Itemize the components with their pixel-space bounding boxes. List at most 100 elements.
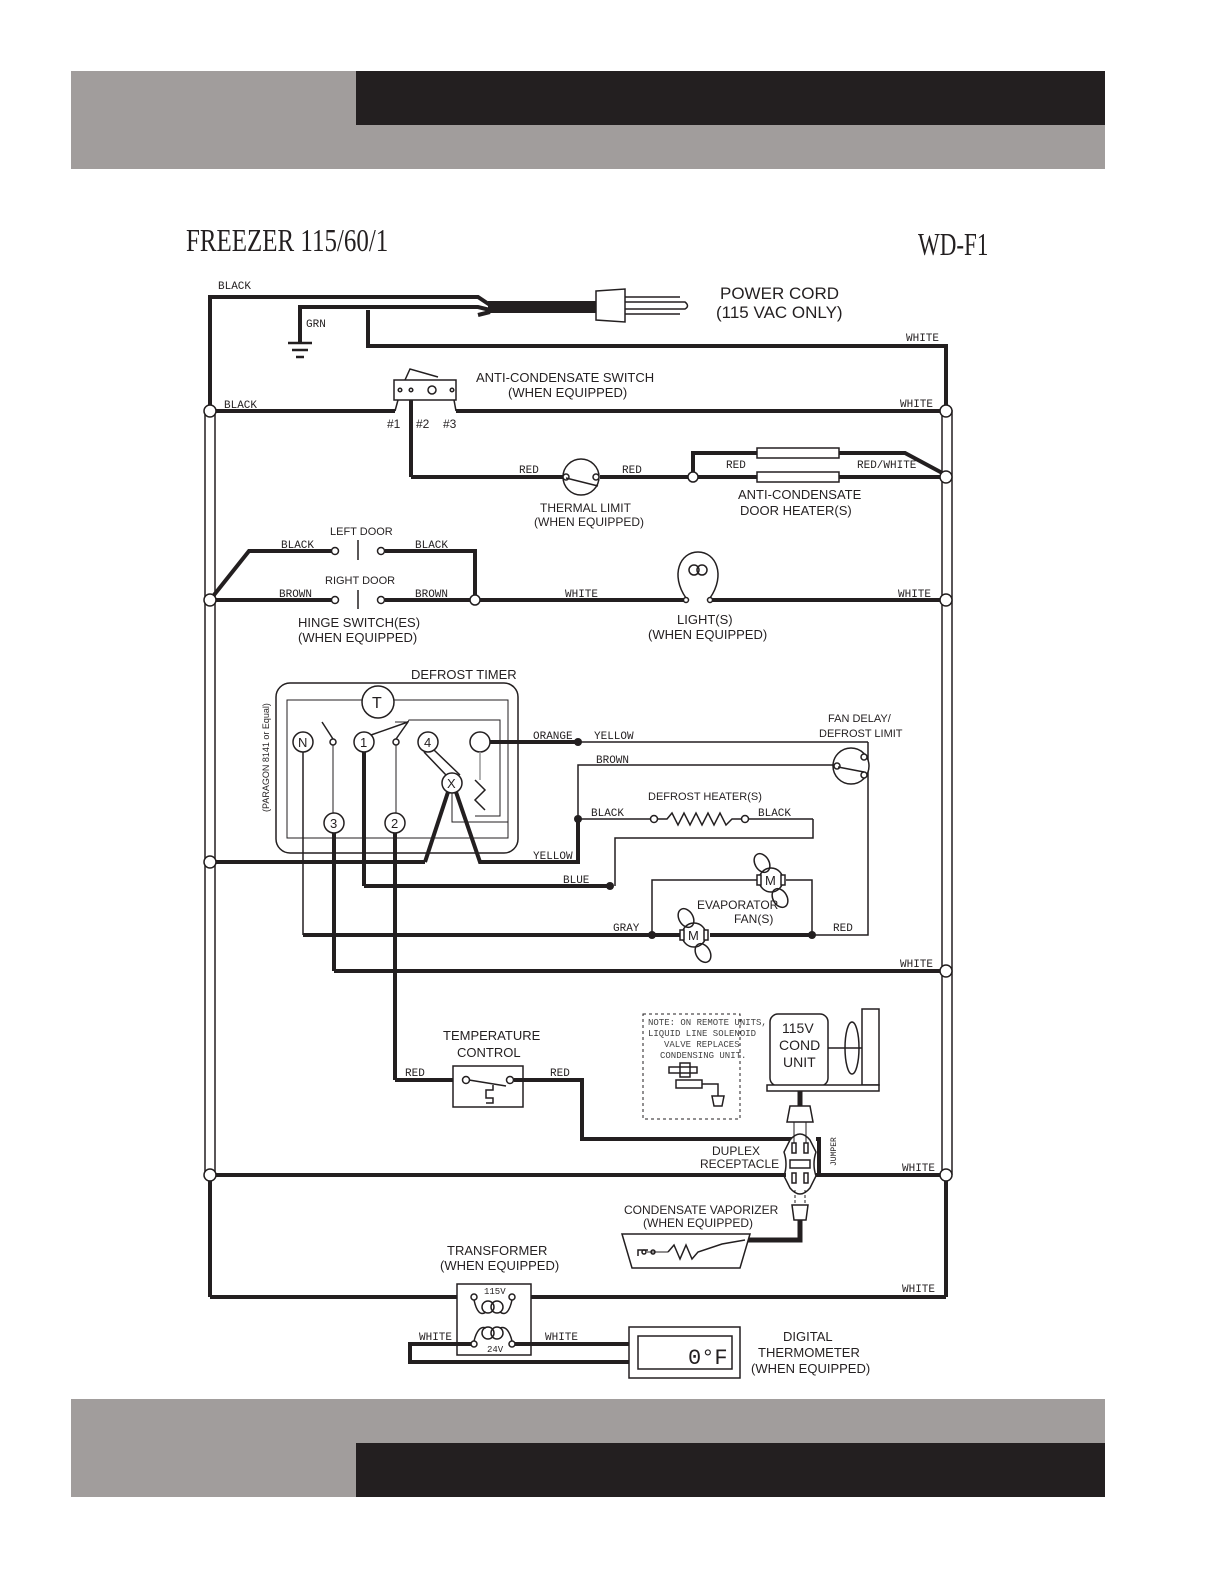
fan-delay-sublabel: DEFROST LIMIT <box>819 728 903 740</box>
wire-label-red: RED <box>405 1068 425 1080</box>
remote-note-line: LIQUID LINE SOLENOID <box>648 1029 756 1039</box>
evaporator-fan-sublabel: FAN(S) <box>734 912 773 926</box>
wire-label-white: WHITE <box>906 333 939 345</box>
wire-label-brown: BROWN <box>279 589 312 601</box>
defrost-heater-icon <box>649 811 750 827</box>
wire-label-red: RED <box>622 465 642 477</box>
wire-label-white: WHITE <box>898 589 931 601</box>
wire-label-white: WHITE <box>902 1284 935 1296</box>
condensate-vaporizer-label: CONDENSATE VAPORIZER <box>624 1203 779 1217</box>
remote-note-line: CONDENSING UNIT. <box>660 1051 746 1061</box>
door-heater-sublabel: DOOR HEATER(S) <box>740 503 852 518</box>
wire-label-white: WHITE <box>900 959 933 971</box>
right-door-label: RIGHT DOOR <box>325 575 395 587</box>
bus-line-1 <box>203 404 953 418</box>
temperature-control-icon <box>395 1065 800 1141</box>
diagram-title: FREEZER 115/60/1 <box>186 222 389 258</box>
wire-label-red-white: RED/WHITE <box>857 460 917 472</box>
switch-terminal-1: #1 <box>387 417 401 431</box>
right-rail <box>941 410 953 1175</box>
duplex-sublabel: RECEPTACLE <box>700 1157 779 1171</box>
wire-label-white: WHITE <box>565 589 598 601</box>
wire-label-gray: GRAY <box>613 923 640 935</box>
jumper-label: JUMPER <box>830 1137 839 1166</box>
left-rail <box>204 410 216 1175</box>
switch-terminal-2: #2 <box>416 417 430 431</box>
thermal-limit-sublabel: (WHEN EQUIPPED) <box>534 515 644 529</box>
bottom-loop <box>208 1181 948 1299</box>
hinge-switch-label: HINGE SWITCH(ES) <box>298 615 420 630</box>
header-band-dark <box>356 71 1105 125</box>
switch-terminal-3: #3 <box>443 417 457 431</box>
timer-terminal-n: N <box>298 735 307 750</box>
defrost-timer-label: DEFROST TIMER <box>411 667 517 682</box>
timer-terminal-2: 2 <box>391 816 398 831</box>
hinge-switch-circuit <box>203 540 953 609</box>
temperature-control-label: TEMPERATURE <box>443 1028 541 1043</box>
wire-label-brown: BROWN <box>415 589 448 601</box>
wire-label-black: BLACK <box>758 808 791 820</box>
power-cord-sublabel: (115 VAC ONLY) <box>716 303 843 322</box>
lights-label: LIGHT(S) <box>677 612 733 627</box>
wire-label-grn: GRN <box>306 319 326 331</box>
wire-label-black: BLACK <box>591 808 624 820</box>
wire-label-yellow: YELLOW <box>533 851 573 863</box>
duplex-receptacle-icon <box>203 1122 953 1243</box>
condensing-unit-icon <box>766 1008 880 1123</box>
transformer-icon <box>408 1283 629 1364</box>
fan-motor-label: M <box>765 873 776 888</box>
thermometer-label: DIGITAL <box>783 1329 833 1344</box>
remote-note-line: NOTE: ON REMOTE UNITS, <box>648 1018 767 1028</box>
cond-unit-label: 115V <box>782 1020 814 1036</box>
wire-label-red: RED <box>726 460 746 472</box>
cond-unit-label: COND <box>779 1037 820 1053</box>
wire-label-red: RED <box>519 465 539 477</box>
anti-condensate-switch-icon <box>393 368 457 477</box>
door-heater-label: ANTI-CONDENSATE <box>738 487 862 502</box>
wire-label-black: BLACK <box>218 281 251 293</box>
left-door-label: LEFT DOOR <box>330 526 393 538</box>
ground-icon <box>288 341 312 359</box>
defrost-heater-label: DEFROST HEATER(S) <box>648 791 762 803</box>
transformer-secondary-label: 24V <box>487 1345 504 1355</box>
timer-terminal-4: 4 <box>424 735 431 750</box>
wire-label-black-bus: BLACK <box>224 400 257 412</box>
light-bulb-icon <box>677 551 719 604</box>
temperature-control-sublabel: CONTROL <box>457 1045 521 1060</box>
thermometer-display: 0°F <box>688 1346 728 1371</box>
fan-motor-label: M <box>688 928 699 943</box>
wire-label-white-bus: WHITE <box>900 399 933 411</box>
transformer-primary-label: 115V <box>484 1287 506 1297</box>
wire-label-white: WHITE <box>545 1332 578 1344</box>
thermometer-label-2: THERMOMETER <box>758 1345 860 1360</box>
remote-note-box <box>642 1013 741 1120</box>
duplex-label: DUPLEX <box>712 1144 760 1158</box>
wire-label-white: WHITE <box>419 1332 452 1344</box>
timer-terminal-1: 1 <box>360 735 367 750</box>
wire-label-black: BLACK <box>415 540 448 552</box>
evaporator-fan-label: EVAPORATOR <box>697 898 779 912</box>
remote-note-line: VALVE REPLACES <box>664 1040 740 1050</box>
thermal-limit-label: THERMAL LIMIT <box>540 501 632 515</box>
timer-terminal-t: T <box>372 695 382 712</box>
timer-terminal-3: 3 <box>330 816 337 831</box>
transformer-label: TRANSFORMER <box>447 1243 547 1258</box>
cond-unit-label: UNIT <box>783 1054 816 1070</box>
model-number: WD-F1 <box>918 226 989 262</box>
power-cord <box>208 288 948 410</box>
wire-label-white: WHITE <box>902 1163 935 1175</box>
transformer-sublabel: (WHEN EQUIPPED) <box>440 1258 559 1273</box>
evaporator-fan-icon <box>648 852 816 964</box>
thermal-limit-circuit <box>411 451 757 496</box>
wire-label-yellow: YELLOW <box>594 731 634 743</box>
defrost-timer-model: (PARAGON 8141 or Equal) <box>261 703 271 812</box>
anti-condensate-switch-sublabel: (WHEN EQUIPPED) <box>508 385 627 400</box>
defrost-timer-icon <box>275 682 578 854</box>
wire-label-red: RED <box>550 1068 570 1080</box>
condensate-vaporizer-sublabel: (WHEN EQUIPPED) <box>643 1216 753 1230</box>
timer-wiring <box>203 738 953 1080</box>
digital-thermometer-icon <box>628 1326 741 1379</box>
power-cord-label: POWER CORD <box>720 284 839 303</box>
fan-delay-icon <box>832 747 870 785</box>
